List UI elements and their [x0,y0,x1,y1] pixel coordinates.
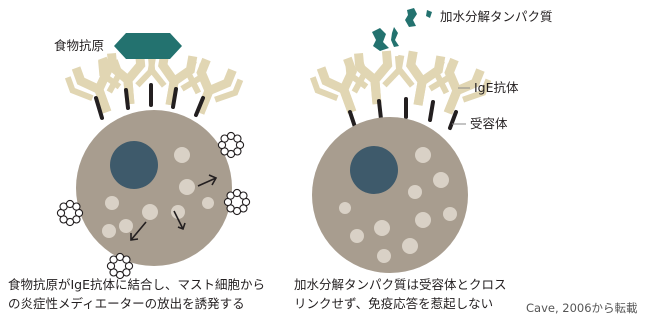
mediator-2 [224,189,249,214]
receptor-label: 受容体 [470,116,508,132]
source-credit: Cave, 2006から転載 [526,300,638,316]
right-caption-line2: リンクせず、免疫応答を惹起しない [294,294,507,313]
right-caption: 加水分解タンパク質は受容体とクロス リンクせず、免疫応答を惹起しない [294,275,507,313]
mediator-3 [57,200,82,225]
left-caption: 食物抗原がIgE抗体に結合し、マスト細胞から の炎症性メディエーターの放出を誘発… [8,275,265,313]
ige-antibody-right-2 [348,50,402,106]
mast-cell-left [76,110,232,266]
mast-cell-right [312,117,468,273]
left-caption-line2: の炎症性メディエーターの放出を誘発する [8,294,265,313]
mediator-1 [218,132,243,157]
right-panel [311,8,491,273]
left-caption-line1: 食物抗原がIgE抗体に結合し、マスト細胞から [8,275,265,294]
right-caption-line1: 加水分解タンパク質は受容体とクロス [294,275,507,294]
left-panel [57,33,249,279]
hydrolyzed-protein-fragments [372,8,432,51]
food-antigen-shape [114,33,182,59]
nucleus-left [110,141,158,189]
nucleus-right [350,146,398,194]
ige-antibody-label: IgE抗体 [474,80,519,96]
hydrolyzed-protein-label: 加水分解タンパク質 [440,9,553,25]
food-antigen-label: 食物抗原 [54,38,104,54]
